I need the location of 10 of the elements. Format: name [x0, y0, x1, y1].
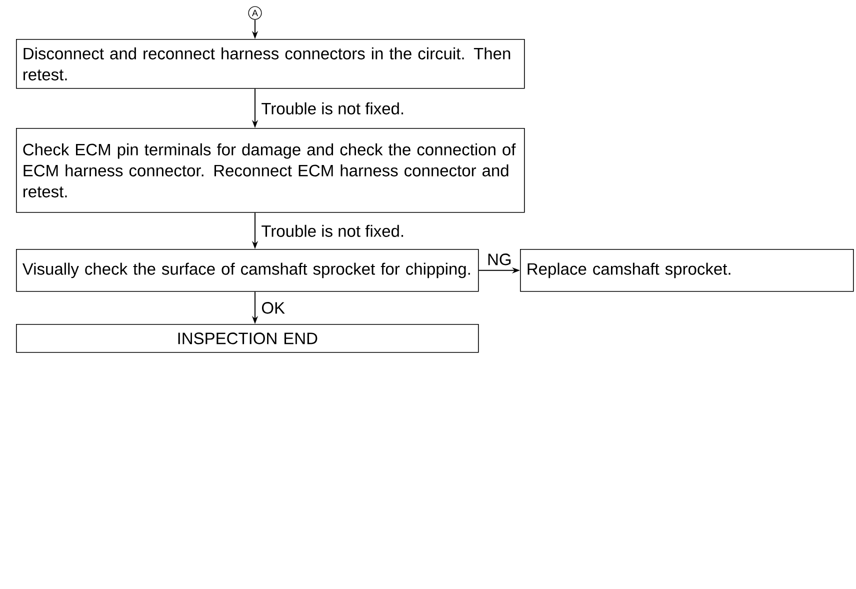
edge-label: Trouble is not fixed. — [260, 224, 406, 238]
process-box: Replace camshaft sprocket. — [520, 249, 854, 292]
process-box: Check ECM pin terminals for damage and check the connection of ECM harness connector. Reconnect ECM harness connector and retest. — [16, 128, 525, 213]
edge-label: Trouble is not fixed. — [260, 101, 406, 116]
edge-label: NG — [486, 252, 513, 266]
process-box: INSPECTION END — [16, 324, 479, 353]
circled-letter: A — [248, 6, 262, 20]
process-box: Disconnect and reconnect harness connectors in the circuit. Then retest. — [16, 39, 525, 89]
process-box: Visually check the surface of camshaft sprocket for chipping. — [16, 249, 479, 292]
edge-label: OK — [260, 301, 286, 315]
